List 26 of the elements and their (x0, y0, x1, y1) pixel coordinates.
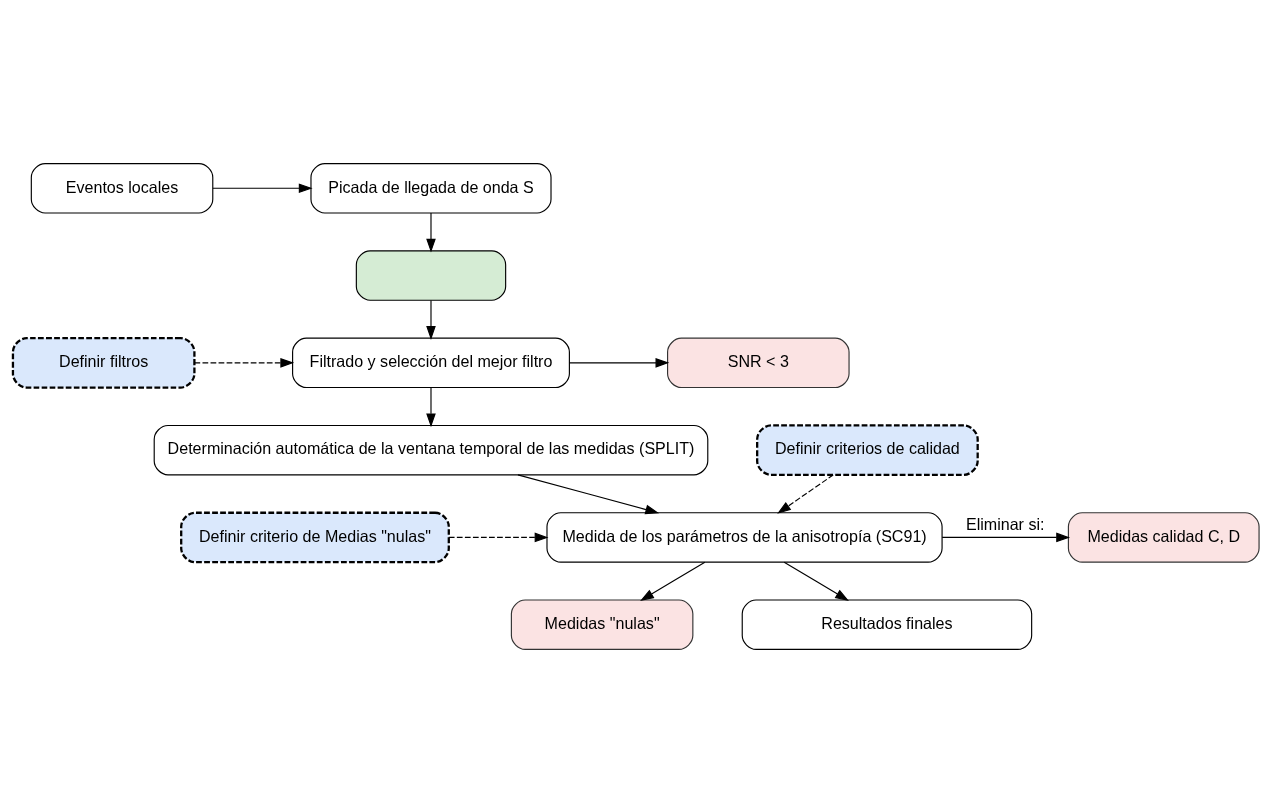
arrow (426, 386, 436, 427)
node-box (355, 249, 507, 301)
arrow (193, 357, 295, 368)
arrow (517, 473, 660, 514)
arrow (448, 532, 549, 542)
node-box: Medida de los parámetros de la anisotropía (SC91) (546, 511, 943, 563)
arrow (777, 473, 834, 514)
node-box: Filtrado y selección del mejor filtro (292, 337, 570, 388)
arrow (783, 561, 849, 601)
node-box: Definir filtros (11, 336, 196, 389)
node-box: SNR < 3 (667, 337, 850, 388)
node-box: Medidas calidad C, D (1067, 511, 1260, 563)
arrow (640, 561, 706, 601)
node-box: Resultados finales (741, 598, 1033, 650)
arrow (426, 299, 436, 340)
arrow (212, 182, 313, 193)
arrow (568, 357, 670, 368)
edge-label: Eliminar si: (965, 514, 1045, 533)
arrow (941, 532, 1070, 542)
arrow (426, 212, 436, 253)
node-box: Medidas "nulas" (510, 598, 694, 650)
node-box: Picada de llegada de onda S (310, 162, 552, 214)
node-box: Eventos locales (30, 162, 214, 214)
node-box: Definir criterio de Medias "nulas" (180, 511, 450, 563)
node-box: Definir criterios de calidad (756, 423, 979, 476)
node-box: Determinación automática de la ventana temporal de las medidas (SPLIT) (153, 424, 709, 475)
